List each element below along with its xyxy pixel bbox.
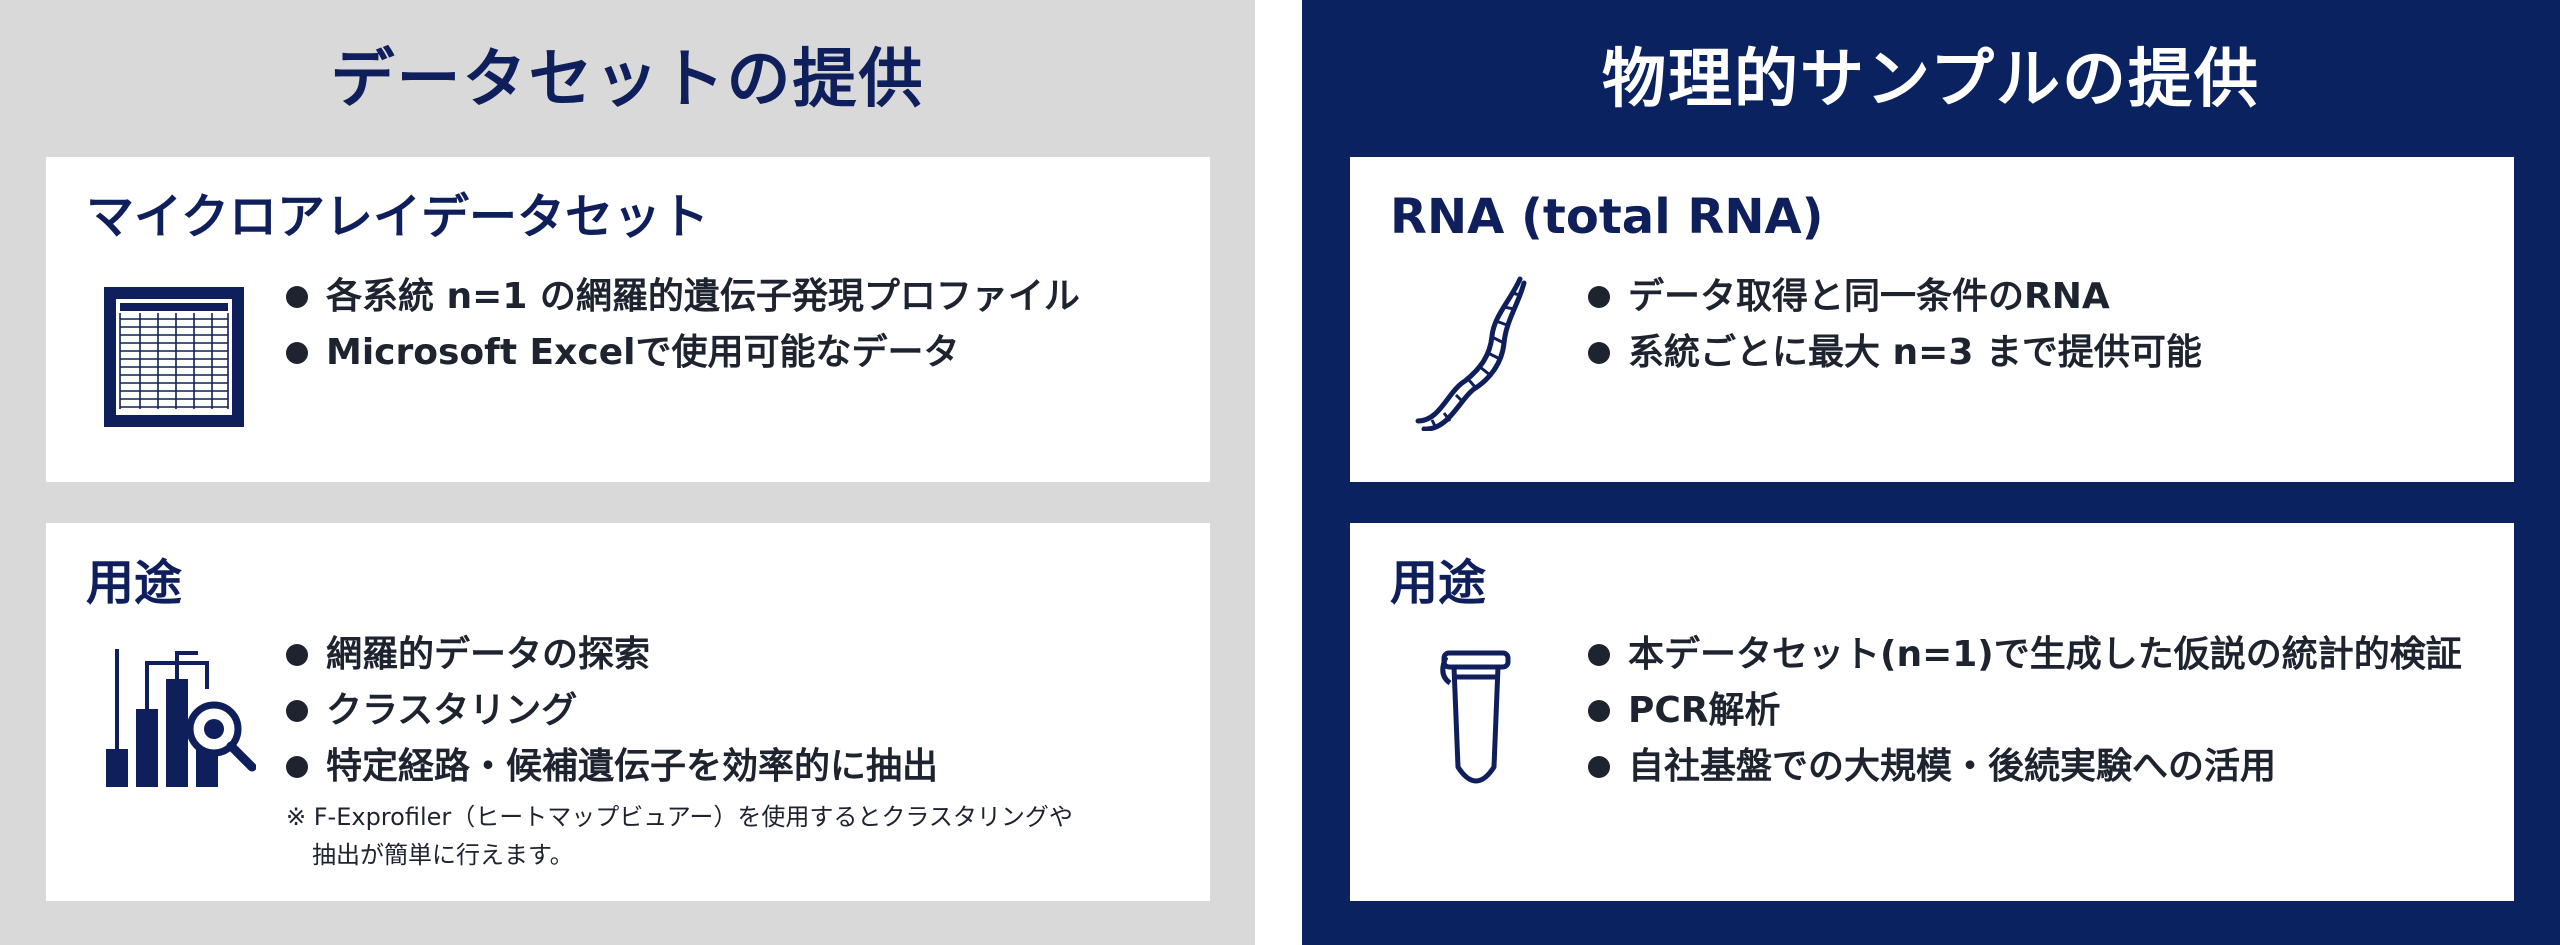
- dataset-panel: データセットの提供 マイクロアレイデータセット: [0, 0, 1255, 945]
- bullet-dot: [286, 756, 308, 778]
- sample-panel: 物理的サンプルの提供 RNA (total RNA) データ取得と同一: [1302, 0, 2560, 945]
- rna-bullet-list: データ取得と同一条件のRNA 系統ごとに最大 n=3 まで提供可能: [1588, 269, 2202, 381]
- spreadsheet-icon: [104, 287, 244, 427]
- bullet-dot: [1588, 342, 1610, 364]
- list-item: クラスタリング: [286, 683, 938, 739]
- bullet-dot: [1588, 700, 1610, 722]
- bullet-dot: [286, 342, 308, 364]
- bullet-dot: [1588, 286, 1610, 308]
- bullet-dot: [286, 286, 308, 308]
- rna-card-title: RNA (total RNA): [1390, 189, 1824, 245]
- rna-card: RNA (total RNA) データ取得と同一条件のRNA 系統ごとに最: [1350, 157, 2514, 482]
- dataset-usage-card: 用途 網羅的データの探索 クラスタリング 特定経路・候補遺伝子を効率的に抽出: [46, 523, 1210, 901]
- bullet-dot: [1588, 756, 1610, 778]
- sample-usage-card: 用途 本データセット(n=1)で生成した仮説の統計的検証 PCR解析 自社基盤で…: [1350, 523, 2514, 901]
- dataset-panel-title: データセットの提供: [330, 43, 925, 117]
- list-item: 本データセット(n=1)で生成した仮説の統計的検証: [1588, 627, 2462, 683]
- list-item: 各系統 n=1 の網羅的遺伝子発現プロファイル: [286, 269, 1080, 325]
- microarray-card-title: マイクロアレイデータセット: [86, 189, 710, 245]
- bullet-dot: [1588, 644, 1610, 666]
- sample-usage-title: 用途: [1390, 555, 1487, 611]
- bullet-dot: [286, 644, 308, 666]
- sample-usage-bullet-list: 本データセット(n=1)で生成した仮説の統計的検証 PCR解析 自社基盤での大規…: [1588, 627, 2462, 795]
- list-item: Microsoft Excelで使用可能なデータ: [286, 325, 1080, 381]
- test-tube-icon: [1440, 650, 1511, 784]
- list-item: PCR解析: [1588, 683, 2462, 739]
- bar-chart-search-icon: [106, 649, 256, 787]
- microarray-card: マイクロアレイデータセット: [46, 157, 1210, 482]
- dataset-usage-title: 用途: [86, 555, 183, 611]
- exprofiler-note: ※ F-Exprofiler（ヒートマップビュアー）を使用するとクラスタリングや…: [286, 803, 1073, 869]
- dataset-usage-bullet-list: 網羅的データの探索 クラスタリング 特定経路・候補遺伝子を効率的に抽出: [286, 627, 938, 795]
- dna-helix-icon: [1415, 276, 1527, 431]
- list-item: 網羅的データの探索: [286, 627, 938, 683]
- bullet-dot: [286, 700, 308, 722]
- microarray-bullet-list: 各系統 n=1 の網羅的遺伝子発現プロファイル Microsoft Excelで…: [286, 269, 1080, 381]
- list-item: データ取得と同一条件のRNA: [1588, 269, 2202, 325]
- list-item: 自社基盤での大規模・後続実験への活用: [1588, 739, 2462, 795]
- sample-panel-title: 物理的サンプルの提供: [1601, 43, 2261, 117]
- list-item: 特定経路・候補遺伝子を効率的に抽出: [286, 739, 938, 795]
- list-item: 系統ごとに最大 n=3 まで提供可能: [1588, 325, 2202, 381]
